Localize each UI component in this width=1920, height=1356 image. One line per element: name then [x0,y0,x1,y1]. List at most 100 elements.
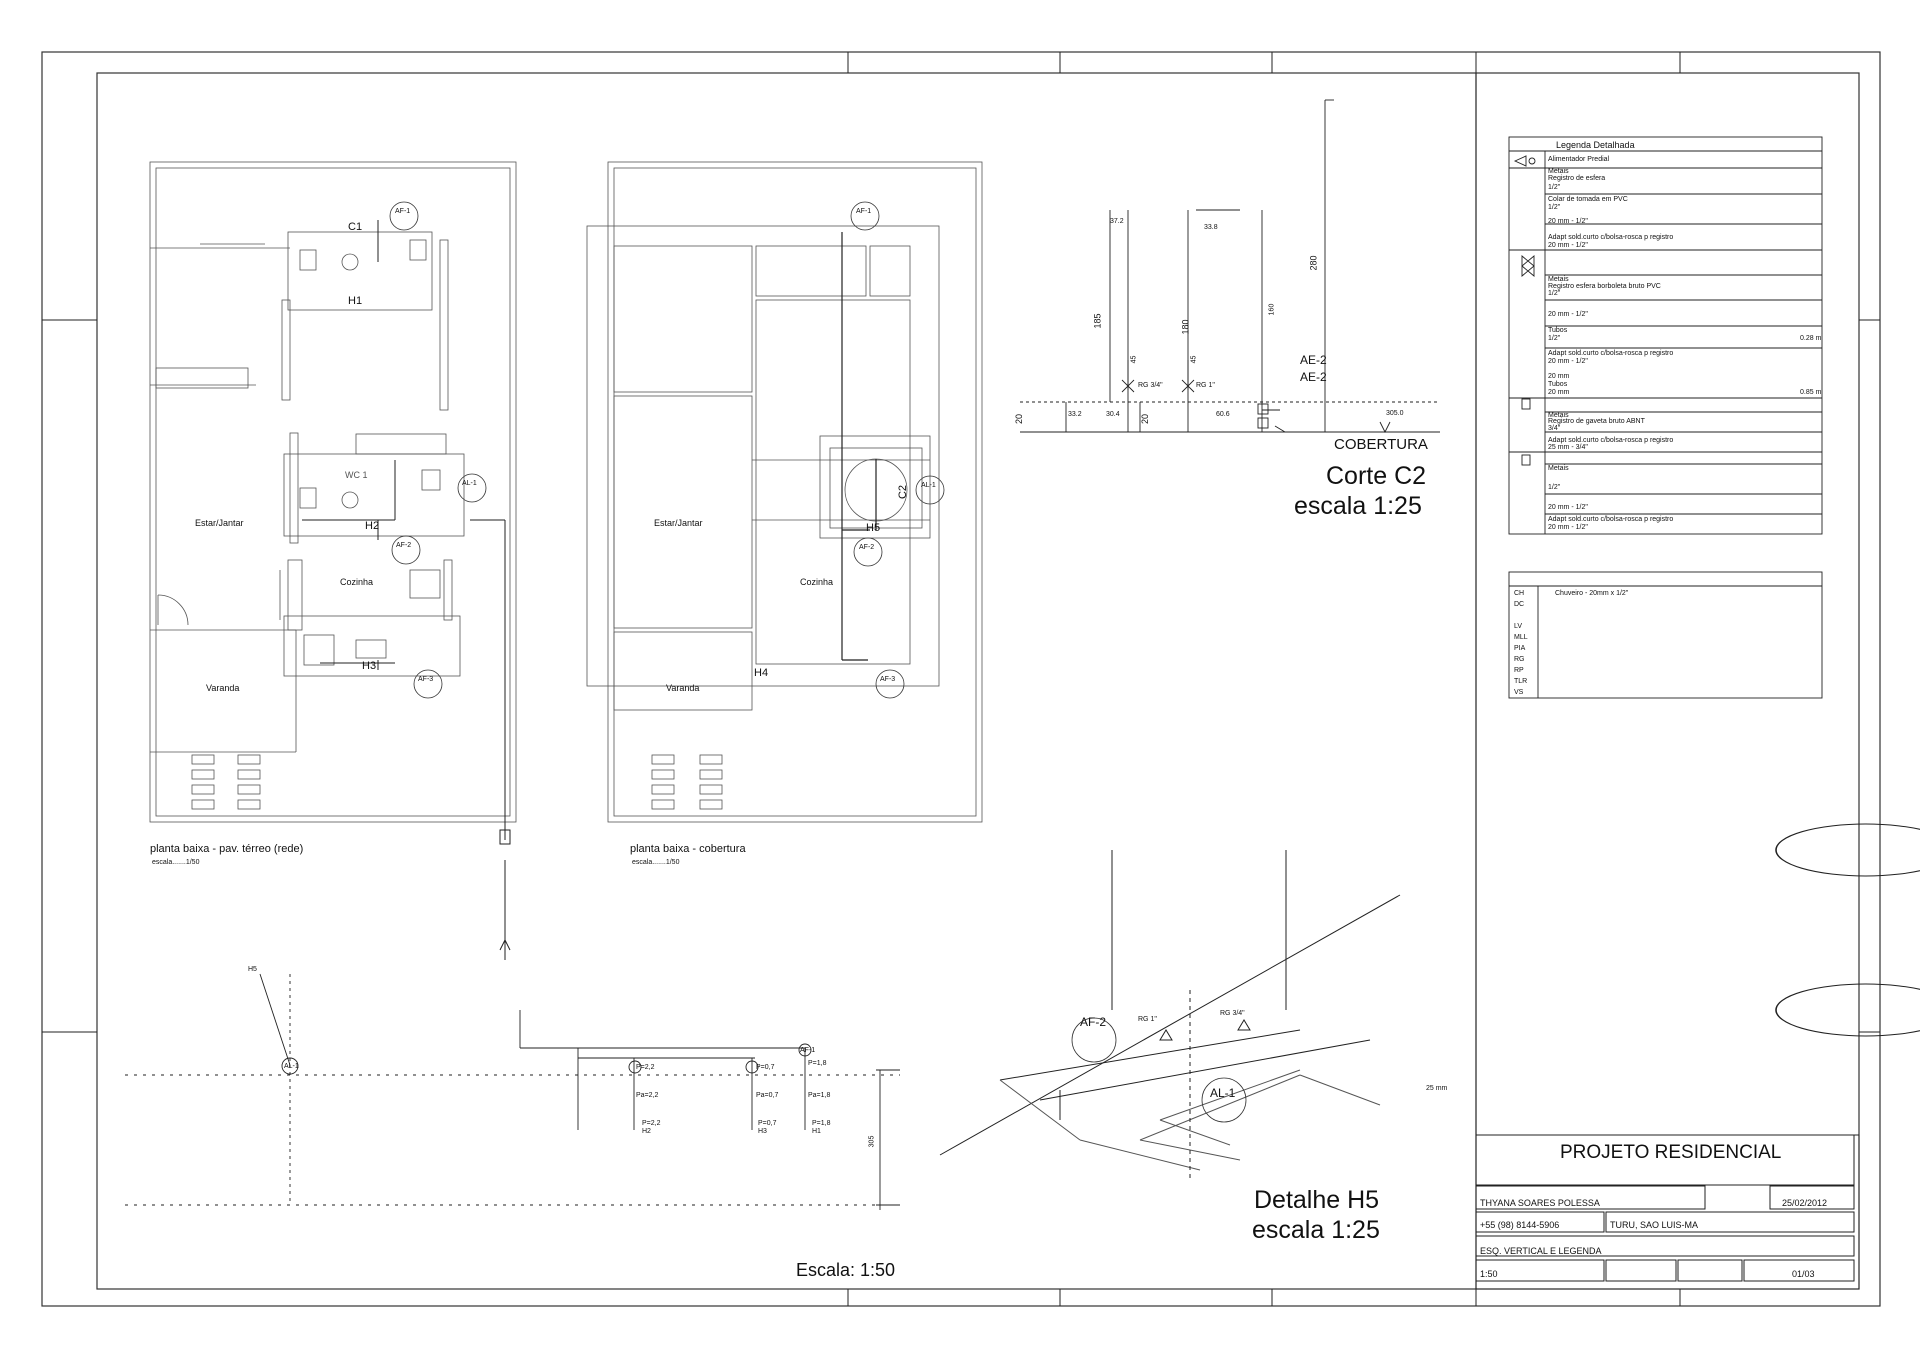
vert-p-h3-top: P=0,7 [756,1064,775,1071]
corte-dim-33-2: 33.2 [1068,411,1082,418]
legend-row: 20 mm [1548,373,1570,380]
legend-row: Adapt sold.curto c/bolsa-rosca p registr… [1548,437,1674,444]
corte-dim-20-b: 20 [1140,413,1151,425]
legend-row: 0.85 m [1800,389,1822,396]
vert-tag-al1: AL-1 [284,1063,299,1070]
corte-dim-45-a: 45 [1130,355,1138,364]
corte-tag-ae2-b: AE-2 [1300,370,1327,384]
legend-row: 20 mm - 1/2" [1548,311,1588,318]
vert-scale-title: Escala: 1:50 [796,1260,896,1280]
detail-tag-al1: AL-1 [1210,1086,1236,1100]
vert-pa-h1: Pa=1,8 [808,1092,831,1099]
legend-row: 20 mm - 1/2" [1548,242,1588,249]
detail-title: Detalhe H5 [1254,1186,1380,1214]
titleblock-project: PROJETO RESIDENCIAL [1560,1142,1782,1163]
corte-scale: escala 1:25 [1294,492,1422,520]
legend-row: Adapt sold.curto c/bolsa-rosca p registr… [1548,350,1674,357]
titleblock-date: 25/02/2012 [1782,1198,1828,1208]
plan2-tag-af2: AF-2 [859,544,875,551]
titleblock-phone: +55 (98) 8144-5906 [1480,1220,1560,1230]
plan1-title: planta baixa - pav. térreo (rede) [150,843,304,855]
corte-rg-2: RG 1" [1196,382,1215,389]
corte-title: Corte C2 [1326,462,1427,490]
corte-dim-60-6: 60.6 [1216,411,1230,418]
detail-rg-1: RG 1" [1138,1016,1157,1023]
corte-dim-20-a: 20 [1014,413,1025,425]
legend-row: Metais [1548,465,1569,472]
plan2-room-cozinha: Cozinha [800,577,834,587]
abbrev-code: CH [1514,590,1525,597]
plan1-room-estar: Estar/Jantar [195,518,244,528]
plan1-tag-al1: AL-1 [462,480,477,487]
titleblock-author: THYANA SOARES POLESSA [1480,1198,1600,1208]
legend-row: 20 mm - 1/2" [1548,504,1588,511]
legend-row: Registro de gaveta bruto ABNT [1548,418,1645,425]
detail-scale: escala 1:25 [1252,1216,1380,1244]
legend-row: Metais [1548,412,1569,419]
legend-row: Tubos [1548,381,1568,388]
corte-level-cobertura: COBERTURA [1334,436,1428,453]
corte-dim-45-b: 45 [1190,355,1198,364]
corte-dim-37: 37.2 [1110,218,1124,225]
legend-row: 20 mm - 1/2" [1548,358,1588,365]
detail-pipe-25mm: 25 mm [1426,1085,1448,1092]
plan2-label-c2: C2 [897,484,910,500]
vert-tag-h5: H5 [248,966,257,973]
legend-row: 25 mm - 3/4" [1548,444,1588,451]
abbrev-code: VS [1514,689,1524,696]
legend-row: Metais [1548,168,1569,175]
legend-row: Alimentador Predial [1548,156,1610,163]
legend-row: 1/2" [1548,290,1561,297]
abbrev-code: MLL [1514,634,1528,641]
plan2-tag-af1: AF-1 [856,208,872,215]
corte-dim-280: 280 [1308,255,1319,271]
plan1-room-cozinha: Cozinha [340,577,374,587]
legend-row: 1/2" [1548,184,1561,191]
corte-dim-160: 160 [1268,303,1276,316]
legend-row: 20 mm [1548,389,1570,396]
legend-row: Adapt sold.curto c/bolsa-rosca p registr… [1548,516,1674,523]
legend-row: 1/2" [1548,484,1561,491]
plan2-scale: escala.......1/50 [632,859,680,866]
abbrev-code: LV [1514,623,1523,630]
legend-row: Registro de esfera [1548,175,1606,182]
legend-row: 20 mm - 1/2" [1548,218,1588,225]
vert-p-h1-bot: P=1,8 [812,1120,831,1127]
corte-rg-1: RG 3/4" [1138,382,1163,389]
legend-row: 0.28 m [1800,335,1822,342]
legend-row: 3/4" [1548,425,1561,432]
legend-title: Legenda Detalhada [1556,140,1635,150]
plan1-scale: escala.......1/50 [152,859,200,866]
legend-row: 20 mm - 1/2" [1548,524,1588,531]
vert-dim-305: 305 [868,1135,876,1148]
titleblock-location: TURU, SAO LUIS-MA [1610,1220,1699,1230]
titleblock-sheet: 01/03 [1792,1269,1815,1279]
titleblock-scale: 1:50 [1480,1269,1498,1279]
legend-row: Registro esfera borboleta bruto PVC [1548,283,1661,290]
legend-row: Metais [1548,276,1569,283]
vert-p-h1-top: P=1,8 [808,1060,827,1067]
abbrev-code: RP [1514,667,1524,674]
legend-row: Tubos [1548,327,1568,334]
vert-pa-h3: Pa=0,7 [756,1092,779,1099]
corte-tag-ae2-a: AE-2 [1300,353,1327,367]
plan1-label-h2: H2 [365,520,380,532]
plan1-room-varanda: Varanda [206,683,240,693]
vert-label-h2: H2 [642,1128,651,1135]
plan1-label-h1: H1 [348,295,363,307]
abbrev-code: TLR [1514,678,1528,685]
abbrev-code: DC [1514,601,1525,608]
plan2-label-h4: H4 [754,667,769,679]
plan1-tag-af1: AF-1 [395,208,411,215]
vert-p-h2-bot: P=2,2 [642,1120,661,1127]
corte-dim-180: 180 [1180,319,1191,335]
plan2-title: planta baixa - cobertura [630,843,746,855]
corte-dim-305: 305.0 [1386,410,1404,417]
vert-label-h3: H3 [758,1128,767,1135]
plan2-room-estar: Estar/Jantar [654,518,703,528]
abbrev-code: PIA [1514,645,1526,652]
legend-row: Adapt sold.curto c/bolsa-rosca p registr… [1548,234,1674,241]
detail-rg-2: RG 3/4" [1220,1010,1245,1017]
legend-row: Colar de tomada em PVC [1548,196,1628,203]
